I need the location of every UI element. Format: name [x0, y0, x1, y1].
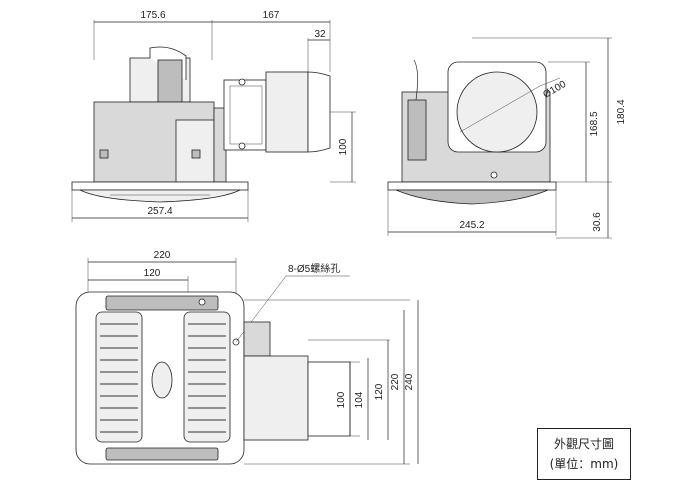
- legend-unit: (單位：mm): [549, 457, 619, 471]
- grille-slats-right: [188, 323, 226, 433]
- dim-height-inner: 168.5: [589, 111, 600, 136]
- dim-duct-outer-104: 104: [354, 391, 365, 408]
- dim-duct-height-side: 100: [338, 138, 349, 155]
- dim-duct-outer-100: 100: [336, 391, 347, 408]
- front-view: Ø100 168.5 180.4 30.6 245.2: [387, 37, 627, 239]
- dim-top-width: 220: [154, 250, 171, 261]
- dim-side-width-right: 167: [263, 10, 280, 21]
- legend-title: 外觀尺寸圖: [553, 437, 614, 451]
- dim-height-total: 180.4: [616, 99, 627, 124]
- side-view: 175.6 167 32 100 257.: [71, 10, 356, 222]
- dim-duct-depth: 32: [314, 29, 326, 40]
- dim-depth-240: 240: [404, 373, 415, 390]
- dim-top-offset: 120: [144, 268, 161, 279]
- dim-duct-offset-120: 120: [374, 383, 385, 400]
- label-mount-holes: 8-Ø5螺絲孔: [288, 262, 340, 275]
- grille-slats-left: [100, 323, 138, 433]
- dim-side-base-width: 257.4: [147, 206, 172, 217]
- dim-grille-depth: 30.6: [592, 212, 603, 232]
- dim-side-width-left: 175.6: [140, 10, 165, 21]
- unit-legend-box: 外觀尺寸圖 (單位：mm): [537, 428, 631, 480]
- dim-front-width: 245.2: [459, 220, 484, 231]
- top-view: 220 120: [75, 250, 419, 465]
- dim-depth-220: 220: [390, 373, 401, 390]
